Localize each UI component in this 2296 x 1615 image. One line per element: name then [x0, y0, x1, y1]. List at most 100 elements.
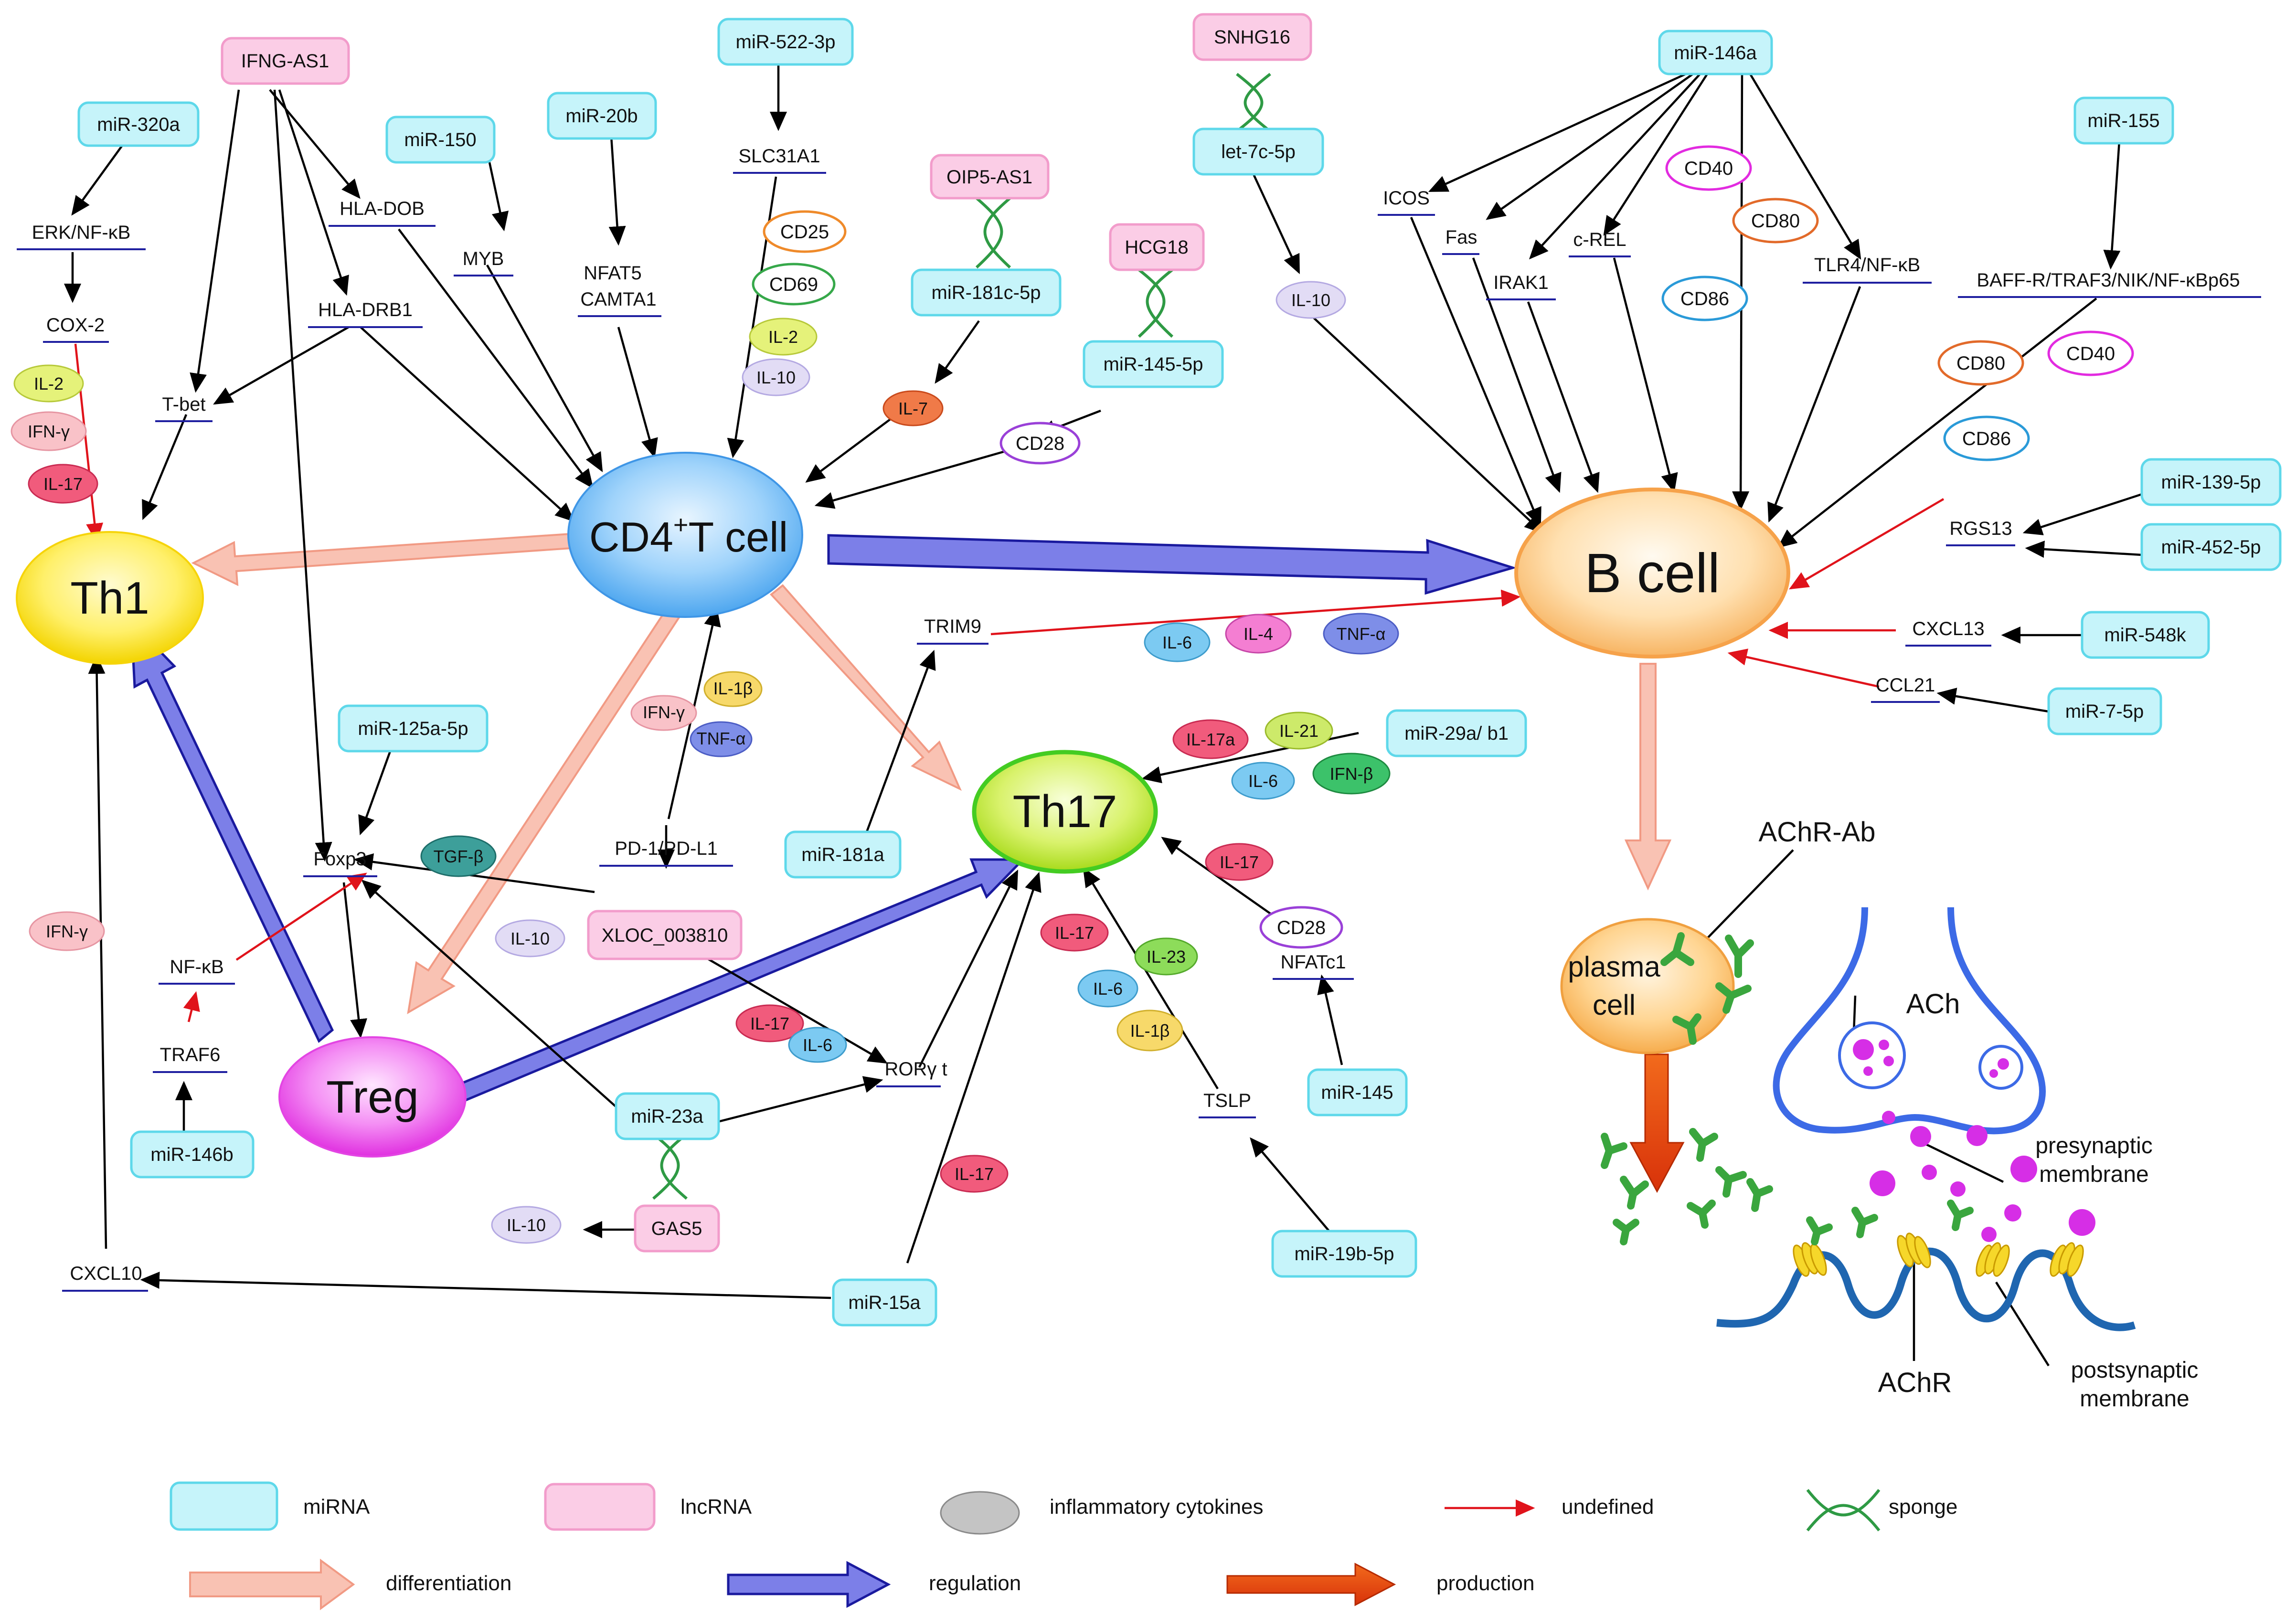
mirna-mir155: miR-155: [2087, 110, 2159, 131]
sponge-connectors: [652, 73, 1271, 1200]
receptor-cd69: CD69: [769, 274, 818, 295]
cytokine-blob: [28, 464, 98, 504]
receptor-ellipse: [1943, 415, 2030, 461]
cytokine-il10-let7c: IL-10: [1291, 290, 1330, 310]
lncrna-hcg18: HCG18: [1125, 237, 1188, 258]
mirna-box: [911, 268, 1062, 317]
legend-lncrna-swatch: [544, 1483, 656, 1531]
gene-cxcl10: CXCL10: [70, 1263, 142, 1284]
connector-lines: [64, 64, 2142, 1367]
acetylcholine-dot: [1863, 1066, 1873, 1076]
mirna-box: [717, 18, 854, 66]
cytokine-blob: [882, 390, 944, 426]
mirna-mir150: miR-150: [404, 129, 476, 150]
lncrna-box: [587, 910, 743, 960]
cd4-t-cell-label: CD4+T cell: [589, 510, 788, 561]
receptor-cd25: CD25: [780, 222, 829, 243]
presynaptic-label-line1: presynaptic: [2035, 1133, 2152, 1158]
cytokine-il23: IL-23: [1147, 947, 1186, 967]
cytokine-blob: [1134, 937, 1198, 976]
cytokine-ifng-mid: IFN-γ: [643, 702, 685, 722]
sponge-hcg18-mir145: [1137, 268, 1174, 338]
mirna-box: [832, 1278, 937, 1327]
gene-myb: MYB: [463, 248, 504, 269]
gene-hla-drb1: HLA-DRB1: [318, 299, 413, 320]
ach-label: ACh: [1906, 988, 1960, 1020]
lncrna-box: [930, 154, 1050, 200]
gene-nfkb: NF-κB: [170, 956, 223, 978]
gene-erk-nfkb: ERK/NF-κB: [32, 222, 131, 243]
b-cell-label: B cell: [1584, 542, 1720, 604]
mirna-mir452: miR-452-5p: [2161, 537, 2261, 558]
mirna-mir7: miR-7-5p: [2065, 701, 2144, 722]
cytokine-il17-lower: IL-17: [955, 1164, 994, 1184]
receptor-cd40-upper: CD40: [1684, 158, 1733, 179]
cytokine-il2-cd4: IL-2: [768, 327, 798, 347]
legend: miRNA lncRNA inflammatory cytokines unde…: [170, 1481, 1957, 1610]
cytokine-blob: [1116, 1009, 1183, 1052]
cytokine-blob: [788, 1027, 847, 1063]
cytokine-il7: IL-7: [898, 399, 928, 418]
cytokine-blob: [690, 721, 753, 757]
cytokine-il17-th1: IL-17: [43, 474, 83, 494]
mirna-mir548k: miR-548k: [2104, 625, 2186, 646]
receptor-cd40-lower: CD40: [2066, 343, 2115, 364]
legend-production-label: production: [1436, 1572, 1534, 1595]
legend-undefined-label: undefined: [1562, 1495, 1654, 1519]
treg-label: Treg: [326, 1072, 419, 1123]
mirna-box: [615, 1092, 720, 1140]
mirna-box: [1658, 30, 1773, 75]
receptor-cd80-lower: CD80: [1956, 353, 2005, 374]
cytokine-il10-xloc: IL-10: [510, 929, 550, 948]
mirna-mir29: miR-29a/ b1: [1404, 723, 1509, 744]
legend-sponge-label: sponge: [1889, 1495, 1957, 1519]
gene-fas: Fas: [1446, 227, 1478, 248]
gene-ccl21: CCL21: [1876, 675, 1935, 696]
achr-ab-label: AChR-Ab: [1759, 817, 1876, 848]
receptor-cd86-upper: CD86: [1680, 288, 1729, 309]
cytokine-blob: [420, 835, 497, 877]
cytokine-blob: [735, 1004, 804, 1042]
legend-mirna-swatch: [170, 1481, 278, 1531]
gene-irak1: IRAK1: [1493, 272, 1549, 293]
mirna-box: [130, 1130, 255, 1179]
bcell-to-plasma-differentiation-arrow: [1624, 663, 1672, 891]
receptor-ellipse: [999, 422, 1081, 465]
gene-rgs13: RGS13: [1949, 518, 2012, 539]
cytokine-blob: [1040, 914, 1109, 952]
acetylcholine-dot: [1998, 1058, 2009, 1070]
legend-differentiation-arrow: [189, 1559, 355, 1610]
mirna-box: [547, 92, 657, 140]
gene-tlr4: TLR4/NF-κB: [1814, 255, 1920, 276]
cytokine-il17-ror: IL-17: [750, 1014, 789, 1033]
cd4-to-treg-differentiation-arrow: [407, 610, 681, 1014]
mirna-mir522: miR-522-3p: [736, 32, 836, 53]
mirna-mir181c: miR-181c-5p: [932, 282, 1041, 303]
mirna-box: [2140, 458, 2282, 506]
receptor-cd28-upper: CD28: [1016, 433, 1064, 454]
cytokine-markers: IL-2 IFN-γ IL-17 IL-2 IL-10 IL-7 IL-10 I…: [11, 281, 1399, 1244]
legend-mirna-label: miRNA: [303, 1495, 370, 1519]
cytokine-blob: [703, 671, 763, 707]
plasma-cell: [1560, 918, 1735, 1054]
cytokine-ifnb: IFN-β: [1330, 764, 1373, 784]
mirna-box: [2140, 523, 2282, 571]
cytokine-il6-mid: IL-6: [1093, 979, 1123, 999]
cytokine-blob: [940, 1155, 1009, 1193]
plasma-label-line1: plasma: [1568, 951, 1660, 983]
cells: CD4+T cell Th1 Th17 Treg B cell plasma c…: [16, 452, 1790, 1158]
lncrna-box: [1192, 13, 1312, 61]
cytokine-ifng-left: IFN-γ: [46, 922, 88, 941]
cytokine-il1b-mid: IL-1β: [713, 679, 753, 698]
acetylcholine-dot: [1853, 1039, 1874, 1060]
gene-traf6: TRAF6: [160, 1044, 221, 1065]
receptor-ellipse: [1937, 340, 2024, 386]
cytokine-blob: [29, 911, 105, 951]
legend-cytokine-swatch: [940, 1491, 1020, 1535]
cytokine-il21: IL-21: [1279, 721, 1318, 741]
gene-slc31a1: SLC31A1: [738, 146, 820, 167]
cytokine-blob: [1172, 719, 1249, 759]
gene-hla-dob: HLA-DOB: [340, 198, 425, 219]
mirna-box: [385, 116, 496, 164]
postsynaptic-label-line2: membrane: [2080, 1386, 2189, 1412]
